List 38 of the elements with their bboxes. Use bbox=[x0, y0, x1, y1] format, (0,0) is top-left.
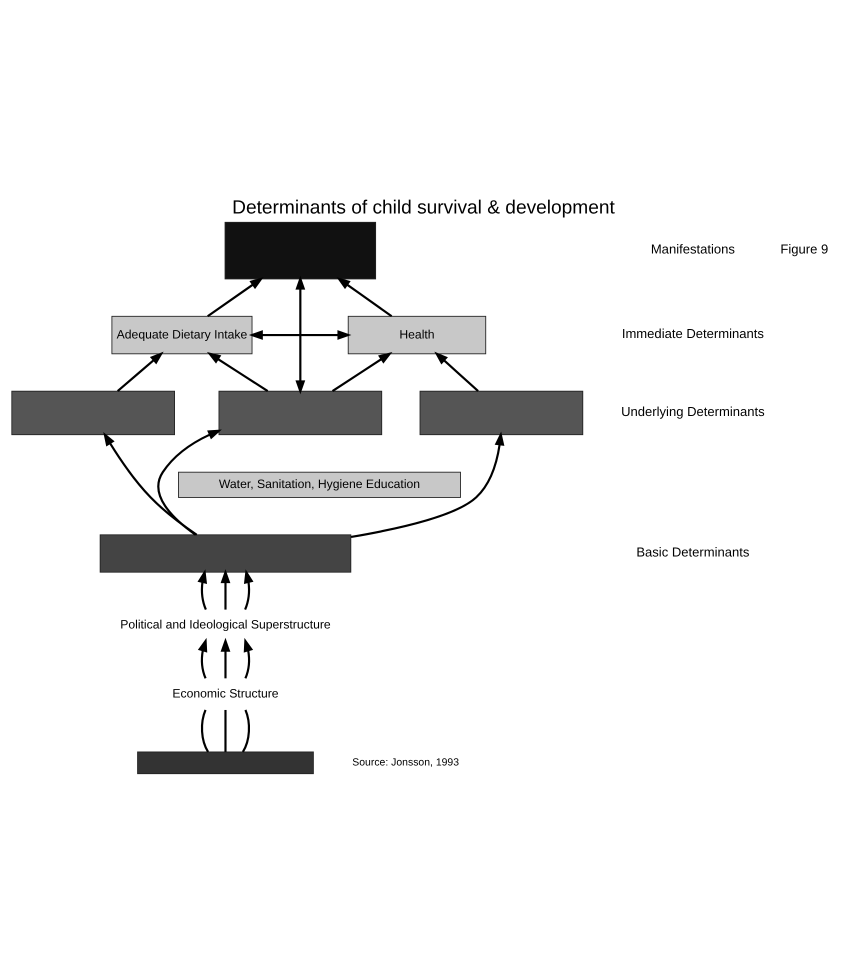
arrow bbox=[332, 351, 392, 392]
arrow bbox=[244, 637, 254, 678]
arrow bbox=[206, 352, 268, 392]
arrow bbox=[197, 568, 208, 610]
node-box bbox=[420, 390, 584, 435]
node-box bbox=[218, 390, 382, 435]
label: Figure 9 bbox=[780, 241, 828, 256]
arrow bbox=[248, 330, 352, 340]
arrow bbox=[116, 351, 164, 392]
arrow bbox=[434, 351, 479, 392]
label: Immediate Determinants bbox=[622, 326, 764, 341]
arrow bbox=[207, 276, 264, 317]
node-text: Political and Ideological Superstructure bbox=[120, 617, 331, 632]
node-box: Adequate Dietary Intake bbox=[111, 315, 252, 354]
arrow bbox=[103, 432, 198, 536]
arrow bbox=[198, 637, 208, 678]
node-box bbox=[224, 221, 376, 279]
label: Underlying Determinants bbox=[621, 404, 765, 418]
label: Basic Determinants bbox=[636, 544, 750, 560]
arrow bbox=[157, 428, 222, 536]
connector bbox=[242, 709, 250, 752]
node-box: Water, Sanitation, Hygiene Education bbox=[178, 471, 461, 498]
node-box: Health bbox=[348, 315, 486, 354]
arrow bbox=[244, 568, 254, 610]
node-box bbox=[100, 534, 352, 572]
connector bbox=[200, 709, 209, 752]
arrow bbox=[295, 275, 306, 394]
arrow bbox=[220, 637, 230, 678]
caption: Source: Jonsson, 1993 bbox=[352, 757, 460, 768]
arrow bbox=[350, 430, 504, 538]
arrow bbox=[220, 568, 230, 610]
node-text: Economic Structure bbox=[172, 686, 279, 700]
label: Manifestations bbox=[650, 241, 735, 256]
node-box bbox=[11, 390, 175, 435]
arrow bbox=[336, 276, 392, 317]
diagram-title: Determinants of child survival & development bbox=[232, 196, 615, 218]
connector bbox=[224, 709, 227, 752]
node-box bbox=[137, 751, 314, 774]
